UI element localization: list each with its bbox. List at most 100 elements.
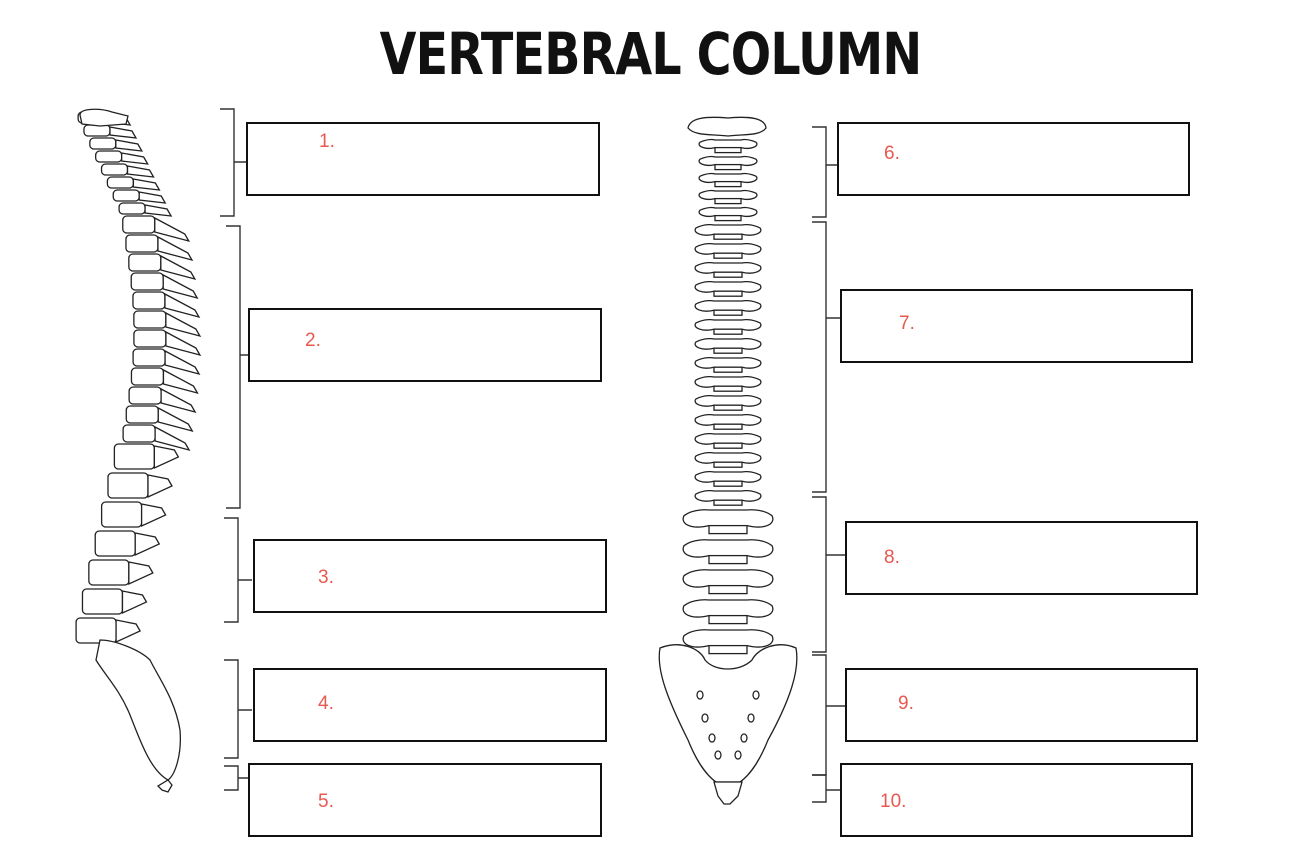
vertebra-posterior	[698, 206, 758, 218]
spinous-process-posterior	[708, 584, 748, 595]
vertebra-body	[88, 559, 130, 586]
label-number-10: 10.	[880, 791, 907, 812]
region-bracket	[224, 765, 248, 791]
vertebra-body	[94, 530, 136, 557]
spinous-process	[115, 139, 144, 152]
atlas	[79, 108, 129, 127]
page-title: VERTEBRAL COLUMN	[379, 20, 923, 88]
label-number-9: 9.	[898, 693, 914, 714]
sacral-foramen	[734, 750, 742, 760]
vertebra-body	[133, 329, 167, 348]
label-number-7: 7.	[899, 313, 915, 334]
vertebra-body	[75, 617, 117, 644]
label-number-5: 5.	[318, 791, 334, 812]
spinous-process-posterior	[713, 366, 743, 373]
label-box-10[interactable]	[840, 763, 1193, 837]
label-number-6: 6.	[884, 143, 900, 164]
spinous-process	[154, 425, 191, 452]
vertebra-body	[130, 367, 165, 386]
spinous-process	[164, 349, 201, 376]
spinous-process	[165, 311, 202, 338]
vertebra-posterior	[694, 299, 762, 312]
label-box-4[interactable]	[253, 668, 607, 742]
vertebra-body	[100, 163, 129, 176]
spinous-process	[147, 474, 173, 499]
spinous-process	[157, 235, 194, 262]
vertebra-body	[132, 348, 166, 367]
vertebra-body	[95, 150, 123, 163]
vertebra-body	[125, 405, 159, 424]
spinous-process-posterior	[713, 252, 743, 259]
spinous-process-posterior	[713, 328, 743, 335]
vertebra-body	[100, 501, 143, 528]
vertebra-body	[132, 291, 166, 310]
vertebra-body	[128, 253, 162, 272]
sacral-foramen	[714, 750, 722, 760]
spinous-process-posterior	[708, 644, 748, 655]
vertebra-body	[122, 424, 156, 443]
vertebra-posterior	[694, 318, 762, 331]
spinous-process-posterior	[714, 197, 742, 205]
region-bracket	[812, 496, 845, 653]
coccyx-posterior	[713, 781, 743, 805]
spinous-process	[134, 532, 161, 557]
label-box-5[interactable]	[248, 763, 602, 837]
vertebra-posterior	[694, 337, 762, 350]
label-box-2[interactable]	[248, 308, 602, 382]
spinous-process-posterior	[714, 214, 742, 222]
spinous-process-posterior	[713, 385, 743, 392]
vertebra-posterior	[694, 432, 762, 445]
vertebra-body	[112, 189, 140, 202]
spinous-process	[144, 204, 173, 217]
label-box-8[interactable]	[845, 521, 1198, 595]
spinous-process-posterior	[714, 180, 742, 188]
label-number-4: 4.	[318, 693, 334, 714]
label-box-9[interactable]	[845, 668, 1198, 742]
spinous-process	[160, 254, 197, 281]
atlas-posterior	[687, 116, 767, 137]
label-box-3[interactable]	[253, 539, 607, 613]
spinous-process-posterior	[713, 461, 743, 468]
vertebra-posterior	[698, 155, 758, 167]
vertebra-posterior	[682, 539, 774, 558]
sacrum-lateral	[95, 639, 181, 781]
spinous-process	[126, 165, 155, 178]
region-bracket	[224, 659, 252, 759]
label-box-1[interactable]	[246, 122, 600, 196]
label-number-1: 1.	[319, 131, 335, 152]
spinous-process-posterior	[708, 524, 748, 535]
spinous-process	[153, 445, 180, 470]
spinous-process	[121, 590, 148, 615]
lateral-spine-illustration	[75, 108, 202, 793]
vertebra-posterior	[694, 261, 762, 274]
spinous-process	[109, 126, 138, 139]
region-bracket	[812, 126, 837, 218]
spinous-process-posterior	[713, 404, 743, 411]
spinous-process-posterior	[713, 233, 743, 240]
label-box-7[interactable]	[840, 289, 1193, 363]
spinous-process	[138, 191, 167, 204]
spinous-process	[164, 292, 201, 319]
region-bracket	[220, 108, 246, 217]
vertebra-body	[133, 310, 167, 329]
vertebra-posterior	[694, 451, 762, 464]
region-bracket	[812, 221, 840, 493]
vertebra-posterior	[694, 356, 762, 369]
spinous-process-posterior	[714, 146, 742, 154]
vertebra-posterior	[698, 138, 758, 150]
vertebra-body	[122, 215, 156, 234]
vertebra-body	[118, 202, 146, 215]
label-number-8: 8.	[884, 547, 900, 568]
spinous-process	[157, 406, 194, 433]
vertebra-posterior	[682, 569, 774, 588]
spinous-process	[121, 152, 149, 165]
coccyx-lateral	[156, 779, 173, 793]
vertebra-posterior	[694, 242, 762, 255]
spinous-process-posterior	[708, 614, 748, 625]
label-box-6[interactable]	[837, 122, 1190, 196]
vertebra-body	[81, 588, 124, 615]
sacral-foramen	[740, 733, 748, 743]
spinous-process	[154, 216, 191, 243]
spinous-process	[162, 368, 199, 395]
